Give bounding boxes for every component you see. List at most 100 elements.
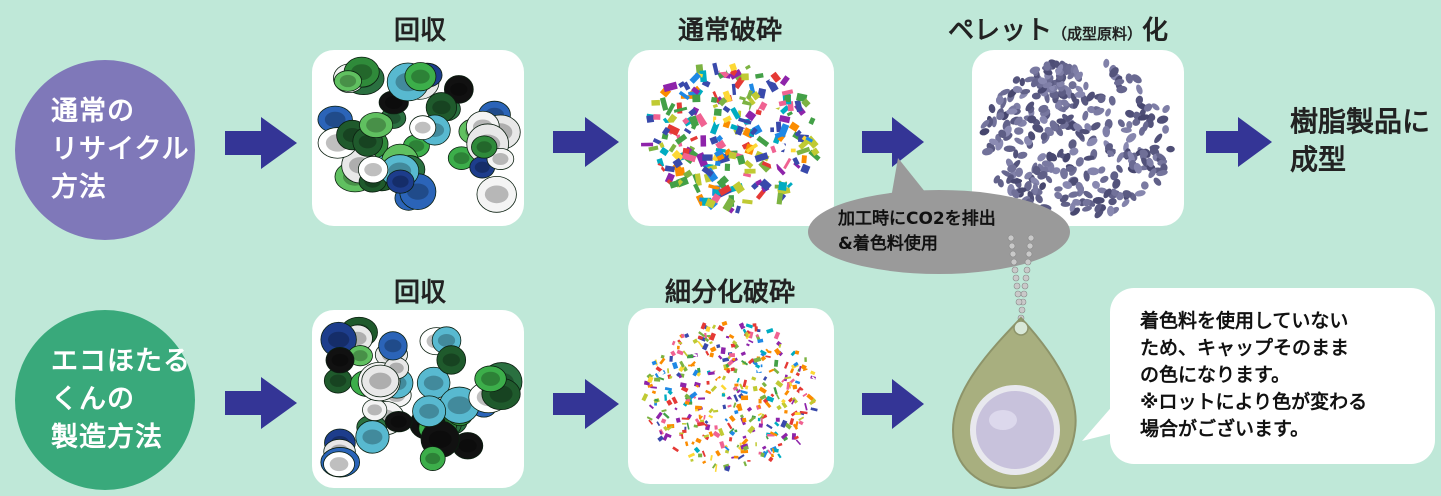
pellet-grain — [1067, 72, 1075, 80]
plastic-flake — [794, 380, 801, 385]
plastic-flake — [712, 430, 721, 439]
plastic-flake — [668, 375, 673, 380]
plastic-flake — [742, 172, 752, 178]
plastic-flake — [748, 339, 754, 344]
plastic-flake — [671, 340, 676, 346]
pellet-grain — [1116, 164, 1123, 173]
plastic-flake — [679, 338, 684, 342]
plastic-flake — [682, 187, 689, 200]
plastic-flake — [691, 86, 701, 95]
circle-line: 製造方法 — [51, 422, 163, 453]
plastic-flake — [702, 342, 709, 351]
plastic-flake — [702, 460, 707, 465]
plastic-flake — [802, 368, 808, 372]
plastic-flake — [713, 108, 722, 117]
bottle-cap-inner — [476, 141, 492, 153]
plastic-flake — [705, 350, 710, 356]
bottle-cap-inner — [442, 353, 460, 367]
plastic-flake — [728, 427, 735, 434]
pellet-grain — [1068, 191, 1080, 198]
plastic-flake — [746, 343, 750, 347]
plastic-flake — [760, 418, 763, 425]
plastic-flake — [775, 417, 780, 422]
plastic-flake — [767, 350, 772, 354]
plastic-flake — [765, 401, 772, 409]
bottle-cap-inner — [339, 74, 357, 88]
bottle-cap-inner — [447, 396, 472, 415]
plastic-flake — [770, 393, 775, 398]
pellet-grain — [998, 129, 1007, 139]
plastic-flake — [789, 368, 795, 374]
crushed-plastic-image — [628, 50, 834, 226]
plastic-flake — [766, 328, 774, 334]
plastic-flake — [709, 135, 719, 145]
pellet-grain — [1108, 198, 1117, 206]
pellet-grain — [1039, 182, 1047, 191]
plastic-flake — [689, 72, 702, 84]
plastic-flake — [749, 127, 758, 136]
pellet-title-paren: （成型原料） — [1052, 25, 1143, 43]
plastic-flake — [737, 103, 750, 113]
result-line: 成型 — [1290, 143, 1347, 176]
plastic-flake — [678, 341, 683, 345]
pellet-grain — [1056, 118, 1066, 125]
plastic-flake — [691, 352, 698, 357]
plastic-flake — [752, 385, 758, 392]
plastic-flake — [791, 399, 796, 405]
plastic-flake — [800, 163, 811, 175]
plastic-flake — [706, 334, 711, 338]
plastic-flake — [665, 433, 672, 439]
plastic-flake — [756, 114, 765, 123]
plastic-flake — [710, 455, 713, 461]
plastic-flake — [758, 160, 771, 173]
pellet-grain — [1082, 198, 1091, 207]
pellet-grain — [1075, 71, 1083, 81]
plastic-flake — [746, 406, 753, 412]
plastic-flake — [671, 149, 684, 162]
step-title-fine-crushing: 細分化破砕 — [664, 278, 795, 308]
plastic-flake — [702, 154, 713, 161]
plastic-flake — [719, 175, 729, 185]
plastic-flake — [765, 77, 779, 93]
arrow-right-icon — [225, 117, 297, 169]
plastic-flake — [734, 383, 739, 387]
plastic-flake — [660, 418, 667, 424]
plastic-flake — [755, 109, 762, 116]
bottle-cap-shape — [384, 411, 413, 433]
step-title-collection: 回収 — [393, 278, 446, 308]
plastic-flake — [648, 419, 654, 425]
pellet-grain — [1054, 186, 1063, 192]
plastic-flake — [795, 439, 802, 446]
plastic-flake — [781, 398, 786, 404]
plastic-flake — [801, 155, 807, 164]
pellet-grain — [1000, 97, 1007, 109]
plastic-flake — [724, 465, 731, 472]
plastic-flake — [741, 73, 749, 81]
plastic-flake — [686, 366, 691, 372]
plastic-flake — [786, 382, 790, 390]
pellet-grain — [997, 178, 1004, 188]
pellet-grain — [1072, 198, 1082, 206]
pellet-grain — [1024, 171, 1033, 180]
plastic-flake — [698, 331, 706, 338]
pellet-grain — [1125, 73, 1134, 84]
plastic-flake — [784, 409, 788, 414]
plastic-flake — [698, 414, 702, 419]
plastic-flake — [744, 189, 756, 203]
plastic-flake — [715, 378, 721, 387]
plastic-flake — [657, 435, 664, 442]
plastic-flake — [661, 409, 667, 413]
pellet-grain — [1148, 113, 1156, 122]
pellet-grain — [1044, 126, 1054, 137]
plastic-flake — [794, 129, 802, 137]
plastic-flake — [770, 127, 775, 133]
plastic-flake — [681, 417, 690, 420]
pellet-grain — [1031, 92, 1041, 100]
plastic-flake — [715, 134, 724, 142]
plastic-flake — [727, 404, 732, 408]
plastic-flake — [697, 335, 704, 340]
plastic-flake — [704, 420, 709, 425]
pellet-grain — [1132, 118, 1141, 126]
plastic-flake — [665, 123, 680, 137]
plastic-flake — [767, 433, 775, 437]
